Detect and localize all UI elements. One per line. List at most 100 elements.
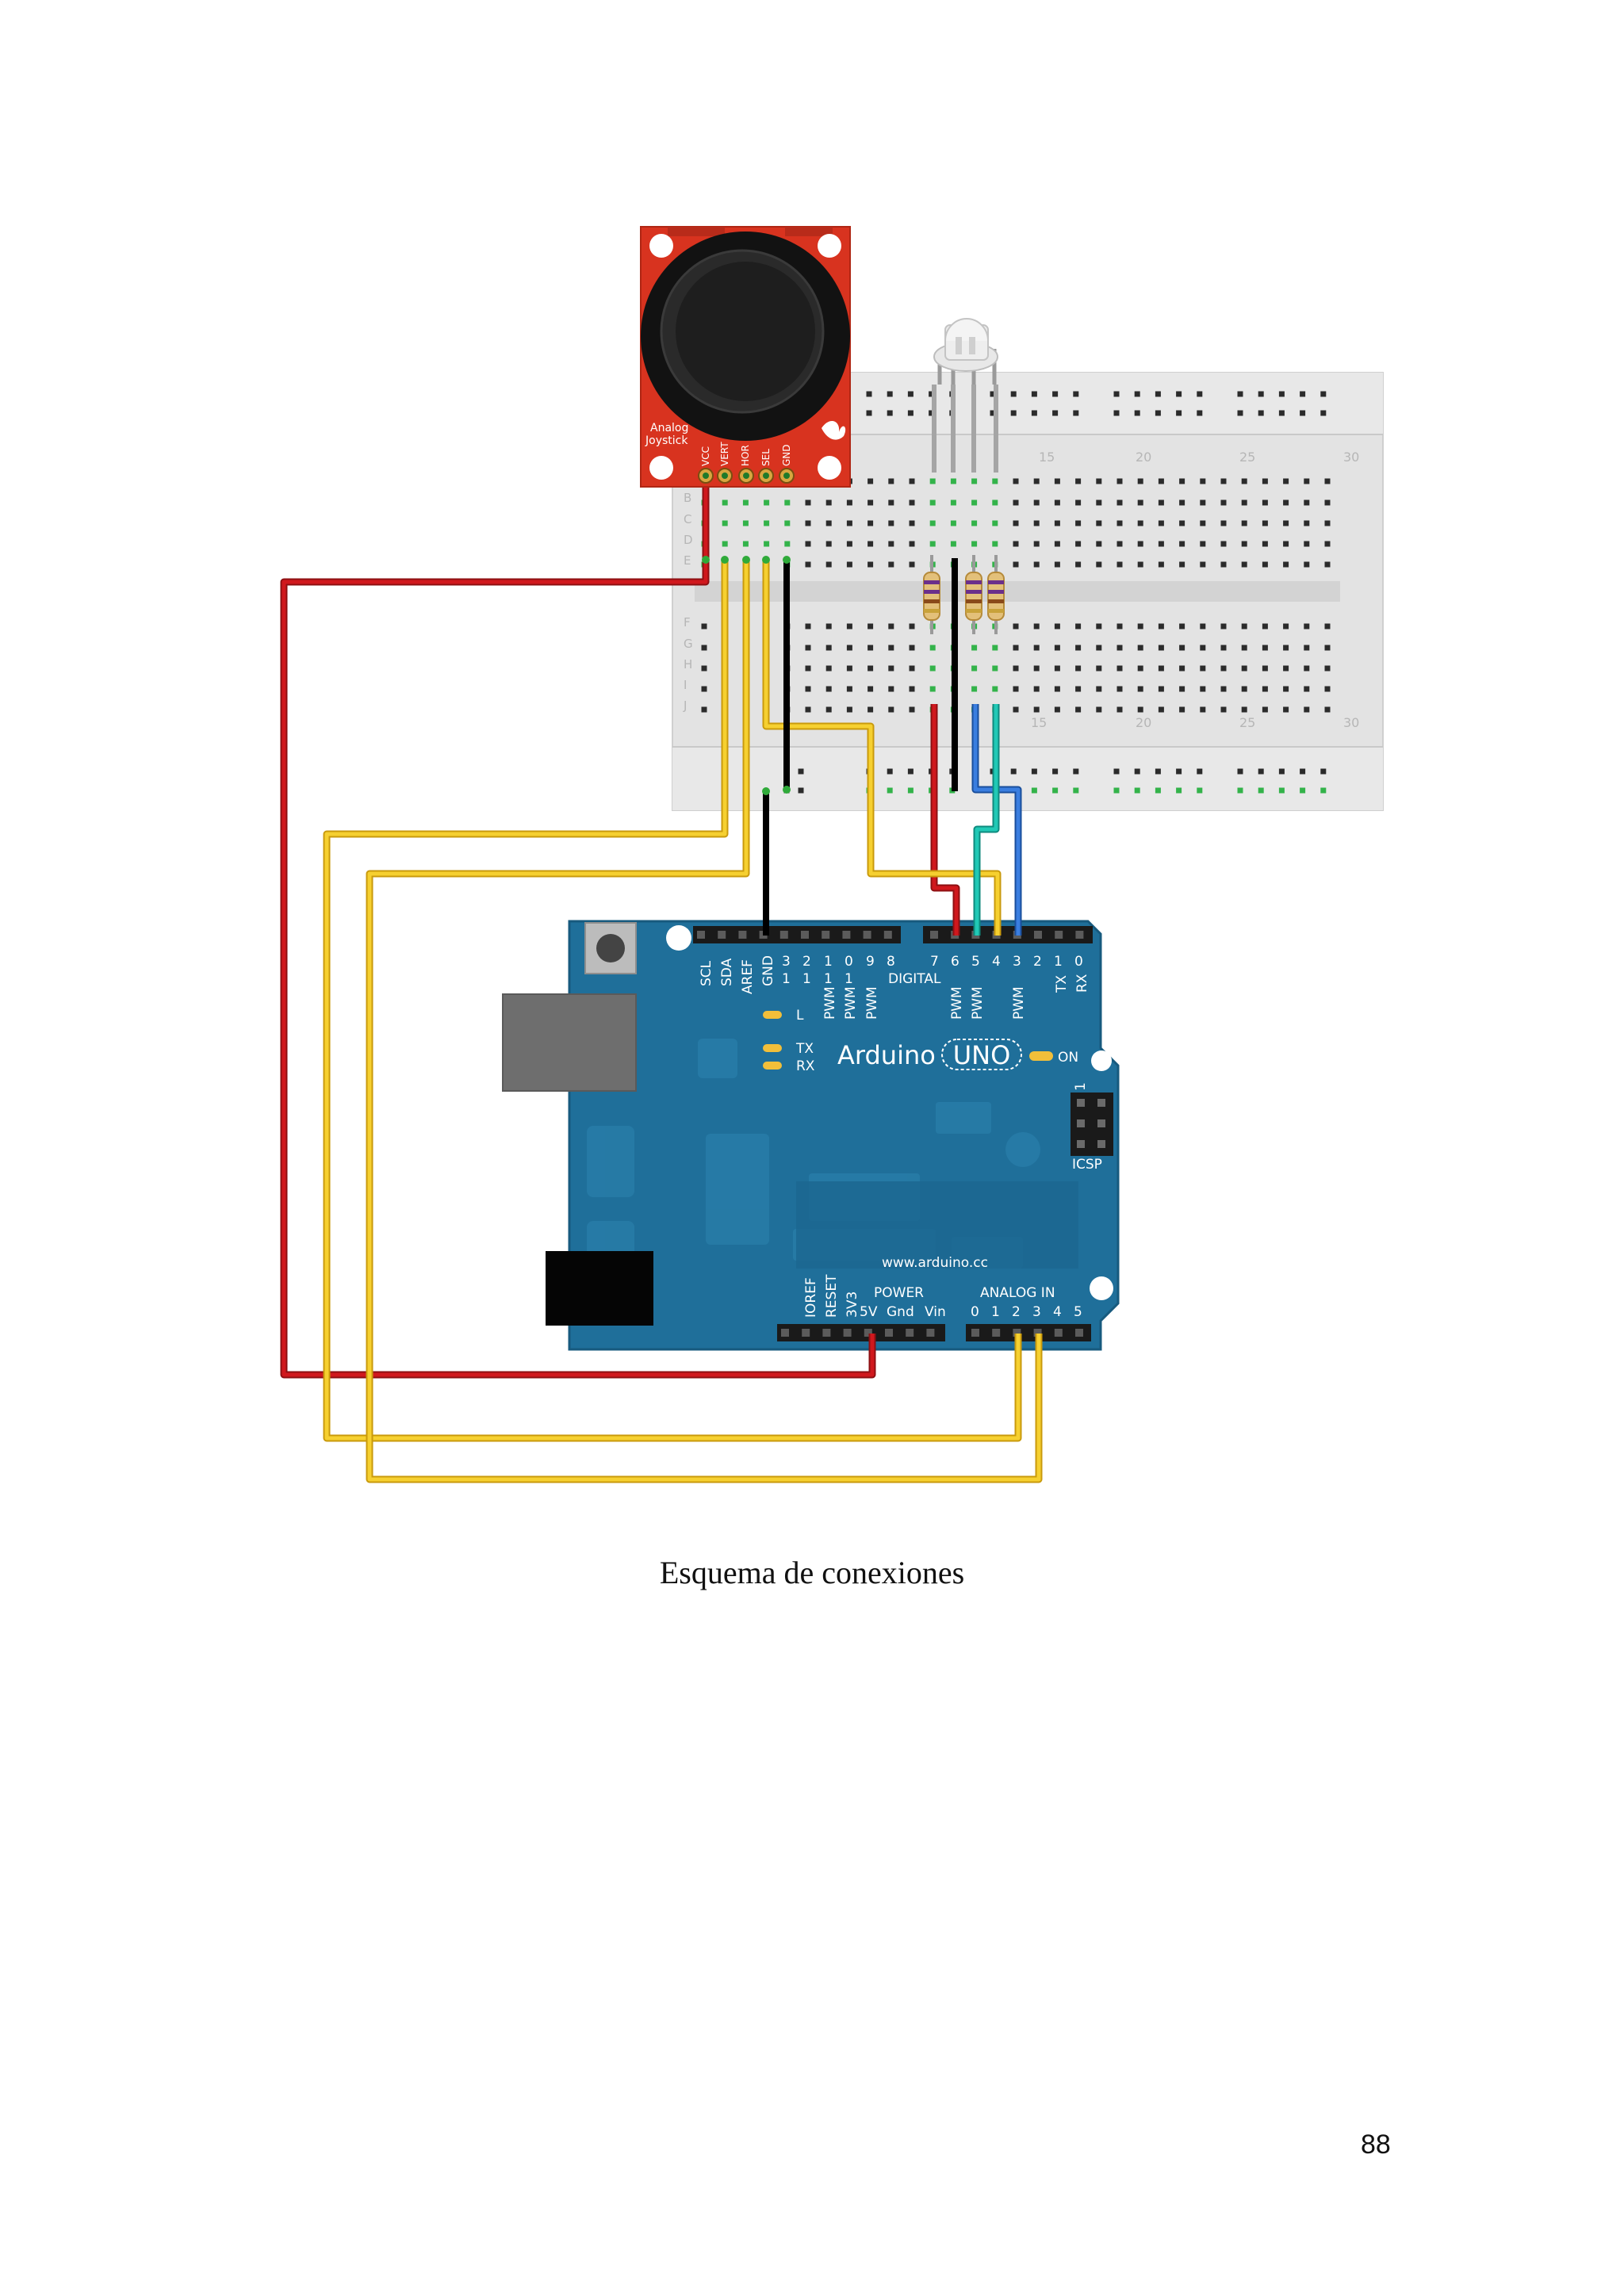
arduino-model: UNO bbox=[953, 1040, 1011, 1070]
apin-5: 5 bbox=[1074, 1304, 1082, 1320]
label-reset: RESET bbox=[824, 1274, 840, 1318]
apin-3: 3 bbox=[1032, 1304, 1041, 1320]
arduino-brand: Arduino bbox=[837, 1040, 936, 1070]
label-tx-pin: TX bbox=[1054, 975, 1070, 993]
dpin-12-tens: 1 bbox=[802, 971, 811, 987]
arduino-uno-board: ICSP 1 L TX RX ON Arduino UNO www.arduin… bbox=[502, 920, 1120, 1351]
mounting-hole bbox=[818, 234, 841, 258]
joystick-pin-hor: HOR bbox=[740, 445, 751, 466]
dpin-4: 4 bbox=[992, 954, 1001, 970]
row-J: J bbox=[683, 698, 687, 713]
reset-button bbox=[584, 922, 637, 974]
dpin-8: 8 bbox=[887, 954, 895, 970]
wire-yellow-sel bbox=[762, 558, 1002, 936]
label-vin: Vin bbox=[925, 1304, 946, 1320]
col-25-bottom: 25 bbox=[1239, 715, 1255, 730]
joystick-pin-vert: VERT bbox=[719, 442, 730, 466]
analog-header bbox=[966, 1324, 1091, 1341]
label-3v3: 3V3 bbox=[845, 1292, 860, 1318]
icsp-pin1-label: 1 bbox=[1073, 1082, 1089, 1091]
label-5v: 5V bbox=[860, 1304, 878, 1320]
icsp-label: ICSP bbox=[1072, 1157, 1102, 1173]
rgb-led bbox=[932, 318, 998, 473]
dpin-13-tens: 1 bbox=[782, 971, 791, 987]
dpin-9: 9 bbox=[866, 954, 875, 970]
dpin-10: 0 bbox=[845, 954, 853, 970]
led-rx bbox=[763, 1062, 782, 1070]
analog-in-label: ANALOG IN bbox=[980, 1285, 1055, 1301]
digital-header-high bbox=[693, 926, 901, 943]
dpin-5: 5 bbox=[971, 954, 980, 970]
resistor-1 bbox=[923, 555, 940, 634]
led-on-label: ON bbox=[1058, 1050, 1078, 1066]
wire-yellow-hor bbox=[366, 558, 1043, 1483]
dpin-13: 3 bbox=[782, 954, 791, 970]
dpin-11: 1 bbox=[824, 954, 833, 970]
row-E: E bbox=[684, 553, 691, 568]
led-on bbox=[1029, 1051, 1053, 1061]
digital-label: DIGITAL bbox=[888, 971, 941, 987]
mounting-hole bbox=[1091, 1050, 1112, 1071]
col-30-bottom: 30 bbox=[1343, 715, 1359, 730]
apin-4: 4 bbox=[1053, 1304, 1062, 1320]
dpin-11-tens: 1 bbox=[824, 971, 833, 987]
digital-header-low bbox=[923, 926, 1093, 943]
joystick-pin-gnd: GND bbox=[781, 444, 792, 466]
header-pins bbox=[697, 931, 1084, 1337]
dpin-12: 2 bbox=[802, 954, 811, 970]
uno-badge bbox=[941, 1039, 1022, 1070]
col-15-bottom: 15 bbox=[1031, 715, 1047, 730]
sparkfun-flame-icon bbox=[822, 420, 846, 440]
label-scl: SCL bbox=[699, 960, 714, 986]
row-D: D bbox=[684, 533, 693, 547]
power-header bbox=[777, 1324, 945, 1341]
label-ioref: IOREF bbox=[803, 1277, 819, 1318]
label-gnd-power: Gnd bbox=[887, 1304, 914, 1320]
resistors bbox=[923, 555, 1005, 634]
page-number: 88 bbox=[1361, 2130, 1391, 2160]
apin-1: 1 bbox=[991, 1304, 1000, 1320]
pwm-5: PWM bbox=[970, 986, 986, 1020]
joystick-label-line2: Joystick bbox=[645, 434, 688, 447]
atmega-chip bbox=[796, 1181, 1078, 1269]
mounting-hole bbox=[649, 456, 673, 480]
row-C: C bbox=[684, 512, 691, 526]
apin-0: 0 bbox=[971, 1304, 979, 1320]
mounting-hole bbox=[649, 234, 673, 258]
joystick-pin-sel: SEL bbox=[760, 449, 772, 466]
dpin-3: 3 bbox=[1013, 954, 1021, 970]
wire-endpoints bbox=[702, 556, 791, 795]
figure-caption: Esquema de conexiones bbox=[659, 1555, 965, 1590]
wire-red-vcc bbox=[280, 476, 876, 1379]
usb-port bbox=[502, 993, 637, 1092]
dpin-2: 2 bbox=[1033, 954, 1042, 970]
row-F: F bbox=[684, 615, 691, 629]
wire-yellow-vert bbox=[323, 558, 1022, 1442]
wire-teal bbox=[973, 704, 1000, 936]
label-rx-pin: RX bbox=[1074, 974, 1090, 993]
dpin-6: 6 bbox=[951, 954, 959, 970]
arduino-website: www.arduino.cc bbox=[882, 1255, 988, 1271]
col-20-bottom: 20 bbox=[1136, 715, 1151, 730]
resistor-3 bbox=[987, 555, 1005, 634]
col-30-top: 30 bbox=[1343, 450, 1359, 465]
mounting-hole bbox=[818, 456, 841, 480]
wires bbox=[280, 476, 1043, 1483]
resistor-2 bbox=[965, 555, 982, 634]
dpin-7: 7 bbox=[930, 954, 939, 970]
label-gnd: GND bbox=[760, 955, 776, 986]
joystick-module: Analog Joystick VCC VERT HOR SEL GND bbox=[640, 226, 851, 488]
joystick-label-line1: Analog bbox=[650, 422, 688, 434]
pwm-10: PWM bbox=[843, 986, 859, 1020]
col-25-top: 25 bbox=[1239, 450, 1255, 465]
wire-black-gnd bbox=[763, 558, 958, 936]
joystick-pin-vcc: VCC bbox=[700, 446, 711, 466]
wire-red-led bbox=[930, 704, 960, 936]
col-15-top: 15 bbox=[1039, 450, 1055, 465]
led-tx-label: TX bbox=[795, 1041, 814, 1057]
led-rx-label: RX bbox=[796, 1058, 815, 1074]
row-H: H bbox=[684, 657, 692, 672]
led-l-label: L bbox=[796, 1008, 804, 1024]
col-20-top: 20 bbox=[1136, 450, 1151, 465]
